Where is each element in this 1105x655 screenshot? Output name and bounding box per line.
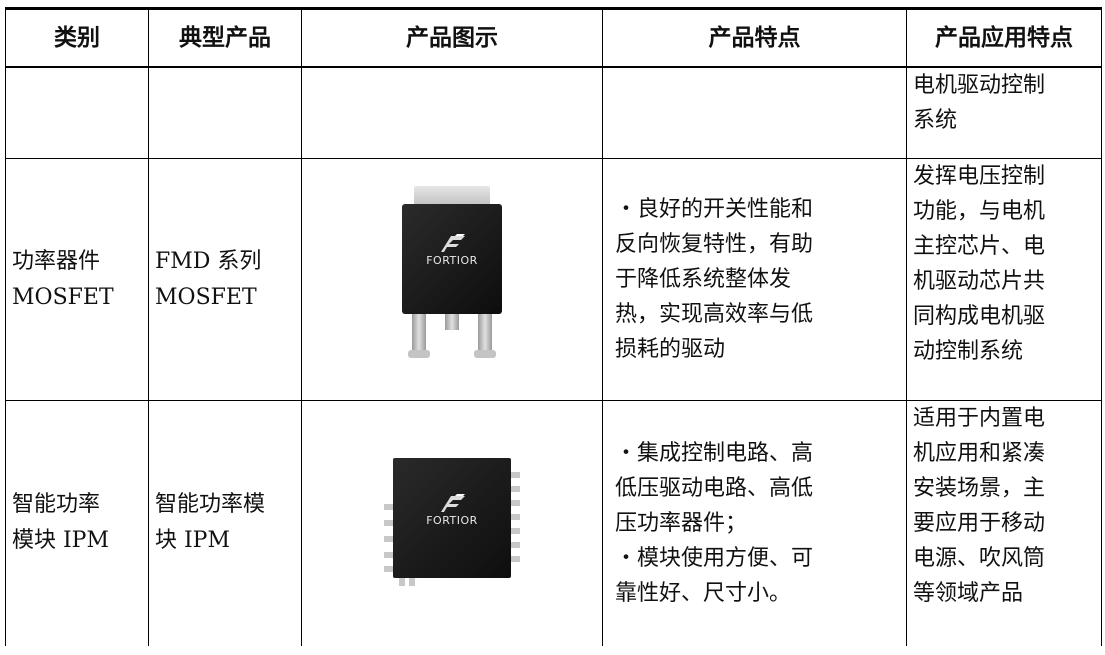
product-line: FMD 系列 [155, 248, 262, 274]
chip-body: FORTIOR [402, 203, 502, 314]
application-line: 发挥电压控制 [913, 164, 1046, 189]
feature-line: 热，实现高效率与低 [615, 302, 814, 327]
feature-line: 低压驱动电路、高低 [615, 475, 814, 501]
module-body: FORTIOR [393, 458, 511, 579]
module-pin [384, 536, 393, 543]
chip-tab [414, 185, 490, 208]
feature-line: ・良好的开关性能和 [615, 197, 814, 222]
feature-line: 靠性好、尺寸小。 [615, 580, 792, 606]
chip-lead [445, 313, 459, 330]
application-line: 系统 [913, 107, 958, 133]
product-table: 类别 典型产品 产品图示 产品特点 产品应用特点 电机驱动控制 系统 功率器件 … [5, 7, 1102, 646]
application-cell: 适用于内置电 机应用和紧凑 安装场景，主 要应用于移动 电源、吹风筒 等领域产品 [906, 400, 1102, 646]
table-row: 智能功率 模块 IPM 智能功率模 块 IPM FORTIOR [5, 400, 1102, 646]
application-cell: 电机驱动控制 系统 [906, 66, 1102, 159]
image-cell: FORTIOR [301, 158, 603, 401]
application-line: 功能，与电机 [913, 199, 1046, 224]
chip-lead [478, 313, 492, 354]
fortior-logo-icon [441, 233, 465, 252]
module-pin [511, 514, 520, 521]
application-line: 安装场景，主 [913, 476, 1046, 501]
features-cell: ・集成控制电路、高 低压驱动电路、高低 压功率器件； ・模块使用方便、可 靠性好… [602, 400, 907, 646]
category-cell [5, 66, 149, 159]
chip-lead-foot [474, 349, 496, 358]
ipm-module-icon: FORTIOR [377, 458, 527, 588]
features-cell [602, 66, 907, 159]
application-line: 等领域产品 [913, 581, 1024, 606]
application-line: 主控芯片、电 [913, 234, 1046, 259]
brand-logo-text: FORTIOR [426, 514, 478, 528]
image-cell [301, 66, 603, 159]
application-cell: 发挥电压控制 功能，与电机 主控芯片、电 机驱动芯片共 同构成电机驱 动控制系统 [906, 158, 1102, 401]
feature-line: ・集成控制电路、高 [615, 440, 814, 466]
module-pin [511, 556, 520, 563]
module-pin [384, 566, 393, 573]
feature-line: 于降低系统整体发 [615, 267, 792, 292]
product-line: MOSFET [155, 284, 257, 310]
table-row: 电机驱动控制 系统 [5, 66, 1102, 159]
header-image: 产品图示 [301, 7, 603, 68]
module-pin [511, 486, 520, 493]
brand-logo: FORTIOR [393, 492, 511, 528]
application-line: 同构成电机驱 [913, 304, 1046, 329]
module-pin [399, 578, 405, 587]
category-line: 功率器件 [12, 248, 101, 274]
application-line: 机驱动芯片共 [913, 269, 1046, 294]
dpak-chip-icon: FORTIOR [400, 185, 504, 374]
application-line: 动控制系统 [913, 339, 1024, 364]
fortior-logo-icon [441, 494, 465, 513]
category-cell: 智能功率 模块 IPM [5, 400, 149, 646]
product-cell [148, 66, 302, 159]
module-pin [511, 542, 520, 549]
image-cell: FORTIOR [301, 400, 603, 646]
module-pin [384, 520, 393, 527]
application-line: 适用于内置电 [913, 406, 1046, 431]
module-pin [511, 472, 520, 479]
product-line: 智能功率模 [155, 492, 266, 518]
module-pin [409, 578, 415, 587]
module-pin [384, 552, 393, 559]
product-cell: FMD 系列 MOSFET [148, 158, 302, 401]
feature-line: ・模块使用方便、可 [615, 545, 814, 571]
category-line: 智能功率 [12, 492, 101, 518]
table-row: 功率器件 MOSFET FMD 系列 MOSFET [5, 158, 1102, 401]
feature-line: 反向恢复特性，有助 [615, 232, 814, 257]
header-product: 典型产品 [148, 7, 302, 68]
brand-logo-text: FORTIOR [426, 253, 478, 267]
module-pin [384, 504, 393, 511]
header-category: 类别 [5, 7, 149, 68]
category-line: 模块 IPM [12, 528, 110, 554]
chip-lead-foot [408, 349, 430, 358]
category-line: MOSFET [12, 284, 114, 310]
application-line: 要应用于移动 [913, 511, 1046, 536]
module-pin [511, 500, 520, 507]
brand-logo: FORTIOR [402, 232, 502, 268]
features-cell: ・良好的开关性能和 反向恢复特性，有助 于降低系统整体发 热，实现高效率与低 损… [602, 158, 907, 401]
chip-lead [412, 313, 426, 354]
product-line: 块 IPM [155, 528, 231, 554]
application-line: 电机驱动控制 [913, 72, 1046, 98]
header-row: 类别 典型产品 产品图示 产品特点 产品应用特点 [5, 7, 1102, 68]
application-line: 电源、吹风筒 [913, 546, 1046, 571]
feature-line: 损耗的驱动 [615, 337, 726, 362]
category-cell: 功率器件 MOSFET [5, 158, 149, 401]
product-cell: 智能功率模 块 IPM [148, 400, 302, 646]
module-pin [511, 528, 520, 535]
feature-line: 压功率器件； [615, 510, 748, 536]
application-line: 机应用和紧凑 [913, 441, 1046, 466]
header-features: 产品特点 [602, 7, 907, 68]
header-application: 产品应用特点 [906, 7, 1102, 68]
